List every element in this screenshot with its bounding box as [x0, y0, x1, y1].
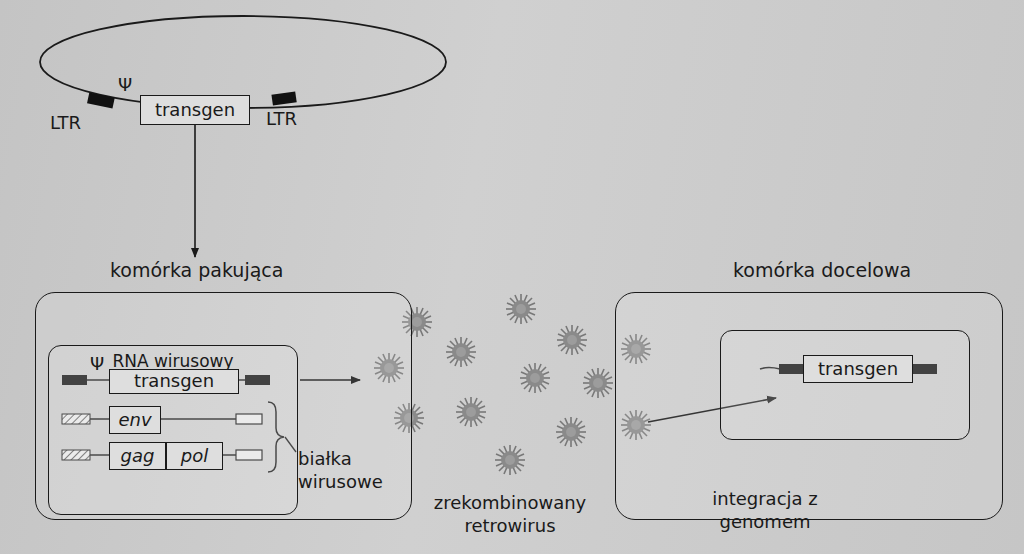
ltr-marker [87, 92, 115, 108]
node-text: transgen [134, 371, 214, 392]
gene-box: pol [166, 442, 223, 470]
node-text: gag [121, 446, 155, 467]
node-text: transgen [818, 359, 898, 380]
nucleus [720, 330, 970, 440]
cell: komórka docelowa transgen [615, 258, 1003, 520]
cell-heading: komórka pakująca [110, 260, 283, 282]
annotation: białka wirusowe [298, 448, 408, 493]
gene-box: env [109, 406, 161, 434]
annotation: LTR [266, 108, 297, 131]
annotation: Ψ [90, 353, 104, 376]
annotation: LTR [50, 112, 81, 135]
connector-arrow [194, 125, 196, 257]
node-text: pol [181, 446, 208, 467]
node-text: env [118, 410, 151, 431]
annotation: Ψ [118, 74, 132, 97]
gene-box: transgen [140, 95, 250, 125]
ltr-marker [271, 91, 296, 105]
virus-particles [374, 294, 651, 475]
node-text: transgen [155, 100, 235, 121]
gene-box: transgen [803, 355, 913, 383]
annotation: integracja z genomem [695, 488, 835, 533]
rna-box: RNA wirusowytransgenenvgagpol [48, 345, 298, 515]
annotation: zrekombinowany retrowirus [420, 492, 600, 537]
cell-heading: komórka docelowa [733, 260, 911, 282]
gene-box: gag [109, 442, 166, 470]
gene-box: transgen [109, 369, 239, 394]
